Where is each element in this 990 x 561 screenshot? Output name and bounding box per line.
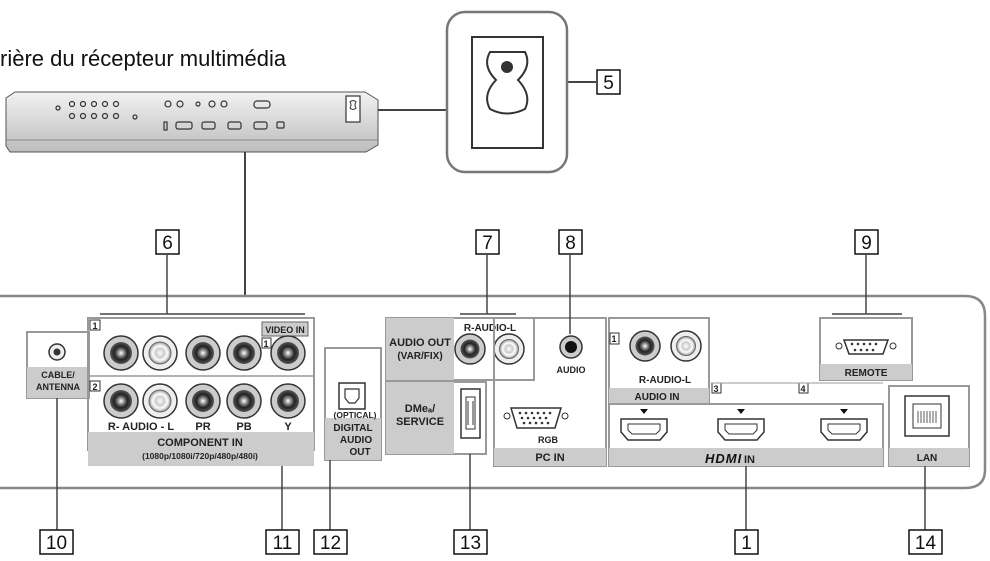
digital-audio-label-2: AUDIO xyxy=(340,435,372,446)
rca-jack xyxy=(454,333,486,365)
dmex-service-section xyxy=(385,381,487,455)
row-1-label: 1 xyxy=(92,321,97,331)
rca-jack xyxy=(103,383,139,419)
callout-6: 6 xyxy=(155,229,180,255)
audio-out-label-2: (VAR/FIX) xyxy=(397,351,442,362)
hdmi-in-label: IN xyxy=(744,454,755,466)
rca-jack xyxy=(493,333,525,365)
rca-jack xyxy=(670,330,702,362)
hdmi-audio-number: 1 xyxy=(611,334,616,344)
row-2-label: 2 xyxy=(92,382,97,392)
svg-text:8: 8 xyxy=(565,233,576,254)
hdmi-logo: HDMI xyxy=(705,451,742,466)
rca-jack xyxy=(270,335,306,371)
rgb-label: RGB xyxy=(538,435,559,445)
callout-8: 8 xyxy=(558,229,583,255)
cable-antenna-section xyxy=(26,331,90,399)
pc-in-label: PC IN xyxy=(535,452,564,464)
svg-text:12: 12 xyxy=(320,533,341,554)
rear-panel-outline xyxy=(0,294,987,490)
rca-jack xyxy=(185,383,221,419)
svg-text:1: 1 xyxy=(741,533,752,554)
callout-11: 11 xyxy=(265,529,300,555)
callout-13: 13 xyxy=(453,529,488,555)
callout-14: 14 xyxy=(908,529,943,555)
hdmi-4-label: 4 xyxy=(800,384,805,394)
cable-antenna-label-2: ANTENNA xyxy=(36,382,80,392)
svg-text:9: 9 xyxy=(861,233,872,254)
audio-in-label: AUDIO IN xyxy=(635,392,680,403)
svg-text:10: 10 xyxy=(46,533,67,554)
digital-audio-label-1: DIGITAL xyxy=(333,423,372,434)
rca-jack xyxy=(103,335,139,371)
rca-jack xyxy=(226,335,262,371)
pc-in-section xyxy=(493,317,607,467)
rca-jack xyxy=(270,383,306,419)
rca-jack xyxy=(226,383,262,419)
callout-5: 5 xyxy=(596,69,621,95)
callout-10: 10 xyxy=(39,529,74,555)
hdmi-3-label: 3 xyxy=(713,384,718,394)
component-pr-label: PR xyxy=(195,421,210,433)
component-section xyxy=(87,317,315,466)
callout-9: 9 xyxy=(854,229,879,255)
dmex-label-1: DMeₐ/ xyxy=(405,403,435,415)
audio-out-ports-label: R-AUDIO-L xyxy=(464,323,516,334)
svg-text:7: 7 xyxy=(482,233,493,254)
hdmi-port xyxy=(820,409,868,441)
remote-section xyxy=(819,317,913,381)
video-in-number: 1 xyxy=(263,339,268,349)
figure-caption: rière du récepteur multimédia xyxy=(0,46,287,71)
digital-audio-label-3: OUT xyxy=(349,447,370,458)
rca-jack xyxy=(629,330,661,362)
hdmi-port xyxy=(717,409,765,441)
hdmi-audio-rl-label: R-AUDIO-L xyxy=(639,375,691,386)
hdmi-port xyxy=(620,409,668,441)
component-resolution-label: (1080p/1080i/720p/480p/480i) xyxy=(142,451,258,461)
rca-jack xyxy=(185,335,221,371)
media-receiver xyxy=(5,91,379,153)
svg-text:14: 14 xyxy=(915,533,937,554)
callout-7: 7 xyxy=(475,229,500,255)
svg-text:5: 5 xyxy=(603,73,614,94)
component-r-audio-l: R- AUDIO - L xyxy=(108,421,174,433)
rca-jack xyxy=(142,383,178,419)
lan-section xyxy=(888,385,970,467)
svg-text:11: 11 xyxy=(273,533,293,554)
callout-1: 1 xyxy=(734,529,759,555)
power-inlet-detail xyxy=(445,10,569,174)
digital-audio-out-section xyxy=(324,347,382,461)
component-pb-label: PB xyxy=(236,421,251,433)
dmex-label-2: SERVICE xyxy=(396,416,444,428)
cable-antenna-label-1: CABLE/ xyxy=(41,370,75,380)
callout-12: 12 xyxy=(313,529,348,555)
optical-label: (OPTICAL) xyxy=(334,410,377,420)
audio-out-label-1: AUDIO OUT xyxy=(389,337,451,349)
svg-text:13: 13 xyxy=(460,533,481,554)
component-y-label: Y xyxy=(284,421,292,433)
rca-jack xyxy=(142,335,178,371)
audio-out-section xyxy=(385,317,535,381)
lan-label: LAN xyxy=(917,453,938,464)
video-in-label: VIDEO IN xyxy=(265,325,305,335)
pc-audio-label: AUDIO xyxy=(557,365,586,375)
svg-text:6: 6 xyxy=(162,233,173,254)
component-in-label: COMPONENT IN xyxy=(157,437,243,449)
hdmi-in-section xyxy=(608,317,884,467)
remote-label: REMOTE xyxy=(845,368,888,379)
